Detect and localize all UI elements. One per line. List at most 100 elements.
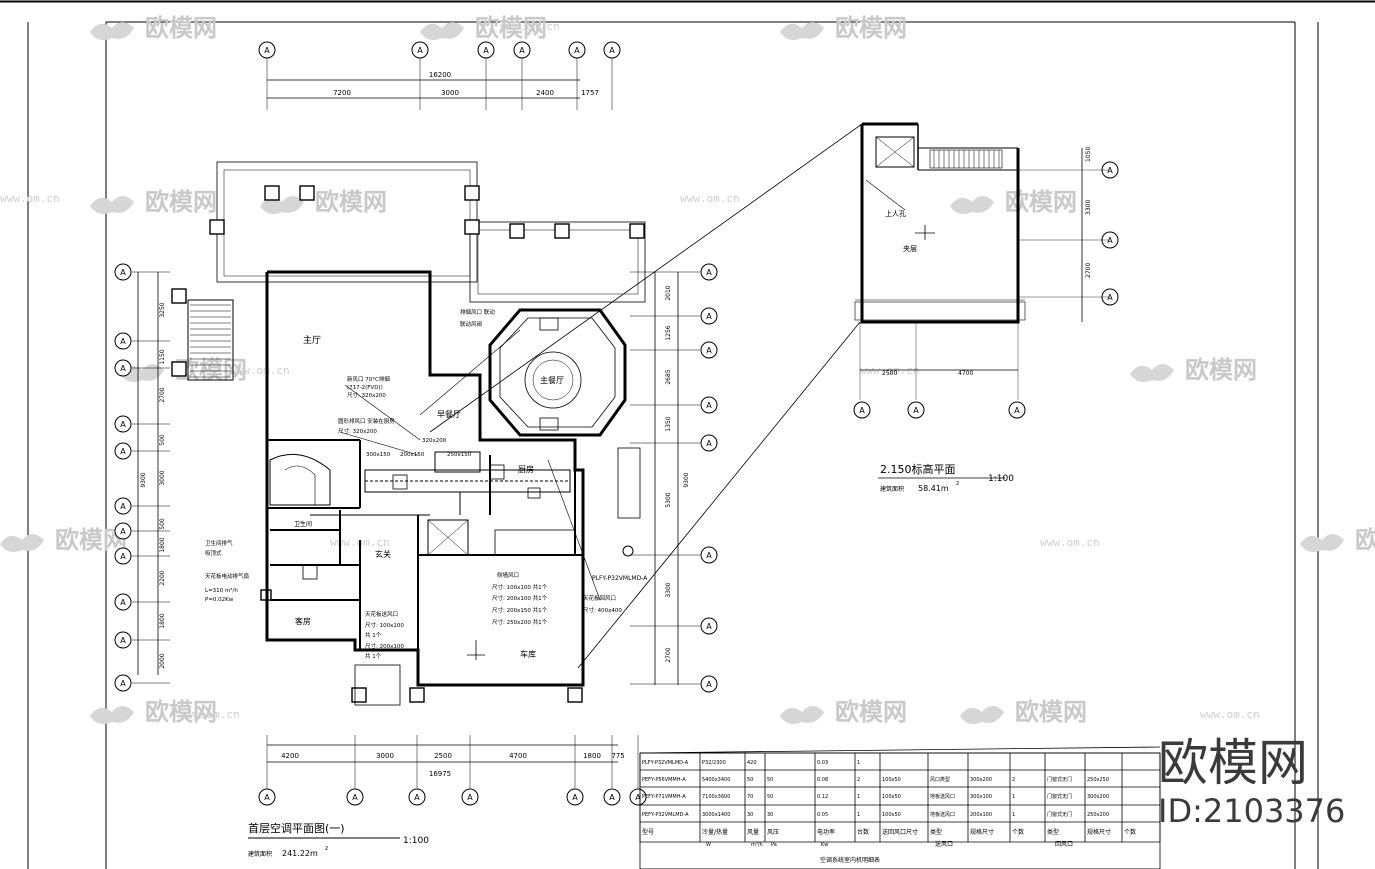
left-dim: 1800 [159,537,166,552]
top-dim-2: 3000 [441,89,459,97]
table-cell: 风口类型 [930,776,950,783]
axis-bubble: A [114,593,132,611]
table-unit: W [706,842,711,848]
top-total-dim: 16200 [429,71,451,79]
axis-bubble-label: A [1014,406,1020,415]
axis-bubble: A [408,788,426,806]
right-total-dim: 9300 [683,472,690,487]
left-dim: 2000 [159,653,166,668]
table-cell: 100x50 [882,812,901,818]
note-8e: 共 1个 [365,652,382,660]
axis-bubble: A [114,674,132,692]
watermark-url: www.om.cn [1040,536,1100,549]
plan-main-scale: 1:100 [403,836,429,846]
right-dim: 5300 [665,492,672,507]
watermark-cloud-icon [90,22,134,40]
table-header: 送回风口尺寸 [882,828,918,836]
plan-main-title: 首层空调平面图(一) [248,821,345,835]
watermark-text: 欧模网 [175,356,247,384]
axis-bubble-label: A [264,793,270,802]
axis-bubble-label: A [120,447,126,456]
table-unit: m³/h [751,842,763,848]
axis-bubble-label: A [859,406,865,415]
note-1b: (717-2(FVD)) [347,385,383,391]
watermark-url: www.om.cn [1200,708,1260,721]
table-header: 风量 [747,829,759,836]
axis-bubble: A [114,332,132,350]
axis-bubble-label: A [609,46,615,55]
table-group-return: 回风口 [1055,841,1073,848]
right-dim: 1256 [665,325,672,340]
note-2b: 尺寸: 320x200 [338,427,377,435]
table-header: 类型 [1047,828,1059,836]
note-8b: 尺寸: 100x100 [365,621,404,629]
note-1a: 新风口 70°C排烟 [347,375,390,383]
axis-bubble-label: A [120,598,126,607]
axis-bubble-label: A [1107,166,1113,175]
table-cell: 250x250 [1087,777,1109,783]
axis-bubble-label: A [120,679,126,688]
axis-bubble: A [258,788,276,806]
note-8d: 尺寸: 200x100 [365,642,404,650]
axis-bubble: A [700,675,718,693]
note-4b: 吸顶式 [205,549,222,557]
mezz-hatch: 上人孔 [885,209,906,218]
watermark-text: 欧模网 [1185,356,1257,384]
axis-bubble-label: A [706,680,712,689]
axis-bubble-label: A [609,793,615,802]
table-cell: 1 [1012,812,1015,818]
axis-bubble: A [907,401,925,419]
axis-bubble: A [461,788,479,806]
note-8c: 共 1个 [365,631,382,639]
table-cell: PEFY-P56VMMH-A [642,777,686,783]
note-6d: 尺寸: 200x150 共1个 [492,606,548,614]
top-dim-4: 1757 [581,89,599,97]
table-cell: 1 [857,812,860,818]
mezz-title: 2.150标高平面 [880,462,956,476]
table-cell: 2 [857,777,860,783]
unit-label: PLFY-P32VMLMD-A [592,575,648,582]
mezz-area-sup: 2 [956,481,959,487]
axis-bubble-label: A [706,439,712,448]
table-cell: 门窗式无门 [1047,811,1072,818]
table-cell: 0.12 [817,794,828,800]
axis-bubble-label: A [352,793,358,802]
watermark-text: 欧模网 [835,14,907,42]
axis-bubble: A [603,788,621,806]
table-unit: Pa [771,842,777,848]
table-cell: 3000x1400 [702,812,730,818]
note-4a: 卫生间排气 [205,539,233,547]
equipment-table [639,746,1161,869]
table-unit: Kw [821,842,828,848]
table-header: 型号 [642,828,654,836]
table-header: 电功率 [817,828,835,836]
table-cell: 0.03 [817,760,828,766]
left-dim: 1150 [159,349,166,364]
brand-id: ID:2103376 [1158,792,1345,830]
bottom-dim-3: 2500 [434,752,452,760]
watermark-cloud-icon [780,706,824,724]
axis-bubble: A [513,41,531,59]
room-bath: 卫生间 [294,520,312,528]
axis-bubble-label: A [417,46,423,55]
bottom-dim-2: 3000 [376,752,394,760]
axis-bubble-label: A [706,401,712,410]
axis-bubble-label: A [120,268,126,277]
axis-bubble: A [114,522,132,540]
axis-bubble-label: A [706,622,712,631]
axis-bubble-label: A [519,46,525,55]
axis-grid-lines [132,58,700,788]
table-cell: PEFY-P32VMLMD-A [642,812,689,818]
table-cell: 50 [767,794,773,800]
table-cell: 100x50 [882,794,901,800]
left-dim: 3000 [159,470,166,485]
table-cell: 2 [1012,777,1015,783]
watermark-cloud-icon [420,22,464,40]
watermark-layer: 欧模网欧模网欧模网欧模网欧模网欧模网欧模网欧模网欧模网欧模网欧模网欧模网欧模网w… [0,14,1375,726]
watermark-cloud-icon [780,22,824,40]
table-header: 规格尺寸 [970,828,994,836]
dimension-lines [137,79,679,763]
table-header: 规格尺寸 [1087,828,1111,836]
table-header: 类型 [930,828,942,836]
